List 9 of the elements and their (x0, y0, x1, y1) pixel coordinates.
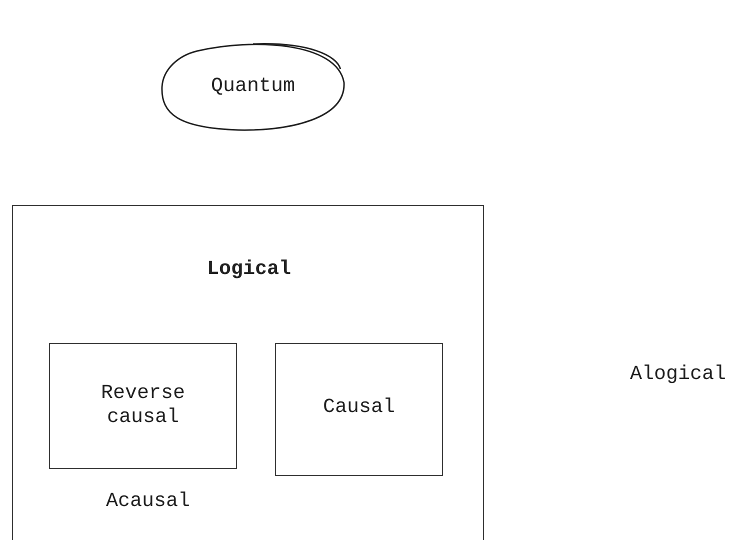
box (49, 343, 237, 469)
box-heading: Logical (206, 258, 292, 282)
node-label: Quantum (210, 75, 296, 99)
box (275, 343, 443, 476)
container-box (12, 205, 484, 540)
node-label: Acausal (104, 490, 191, 514)
free-label: Alogical (630, 363, 726, 387)
node-label: Causal (322, 396, 396, 420)
node-label: Reverse causal (100, 382, 186, 430)
